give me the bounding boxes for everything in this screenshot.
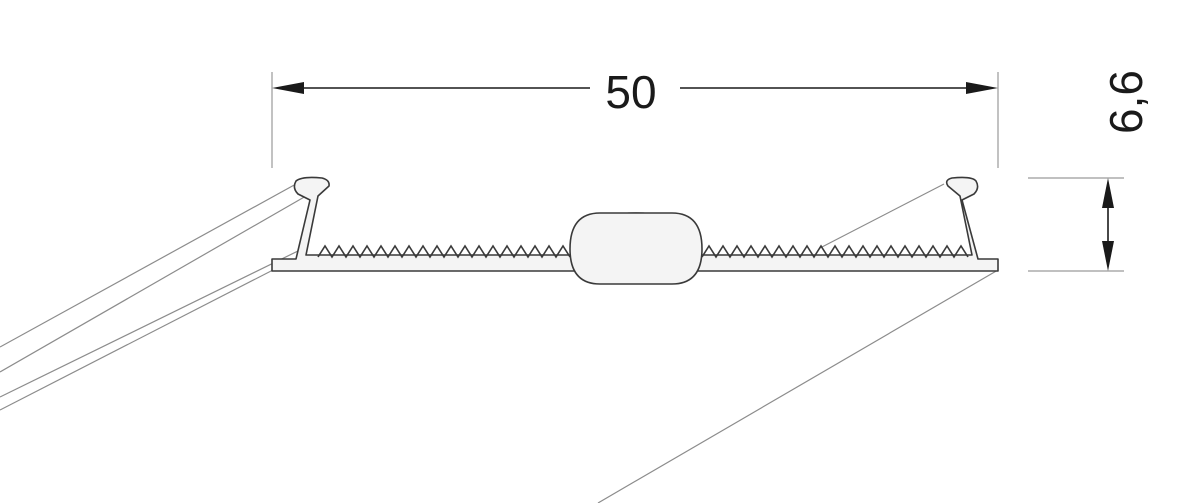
width-dimension	[272, 82, 998, 94]
width-label: 50	[605, 66, 656, 118]
arrowhead-left	[272, 82, 304, 94]
arrowhead-right	[966, 82, 998, 94]
right-perspective-lines	[597, 183, 999, 503]
height-dimension	[1102, 178, 1114, 271]
teeth-right	[701, 244, 969, 259]
height-label: 6,6	[1100, 70, 1152, 134]
arrowhead-top	[1102, 178, 1114, 208]
teeth-left	[317, 244, 571, 259]
oval-chamber	[569, 212, 703, 285]
left-perspective-lines	[0, 183, 307, 411]
arrowhead-bottom	[1102, 241, 1114, 271]
